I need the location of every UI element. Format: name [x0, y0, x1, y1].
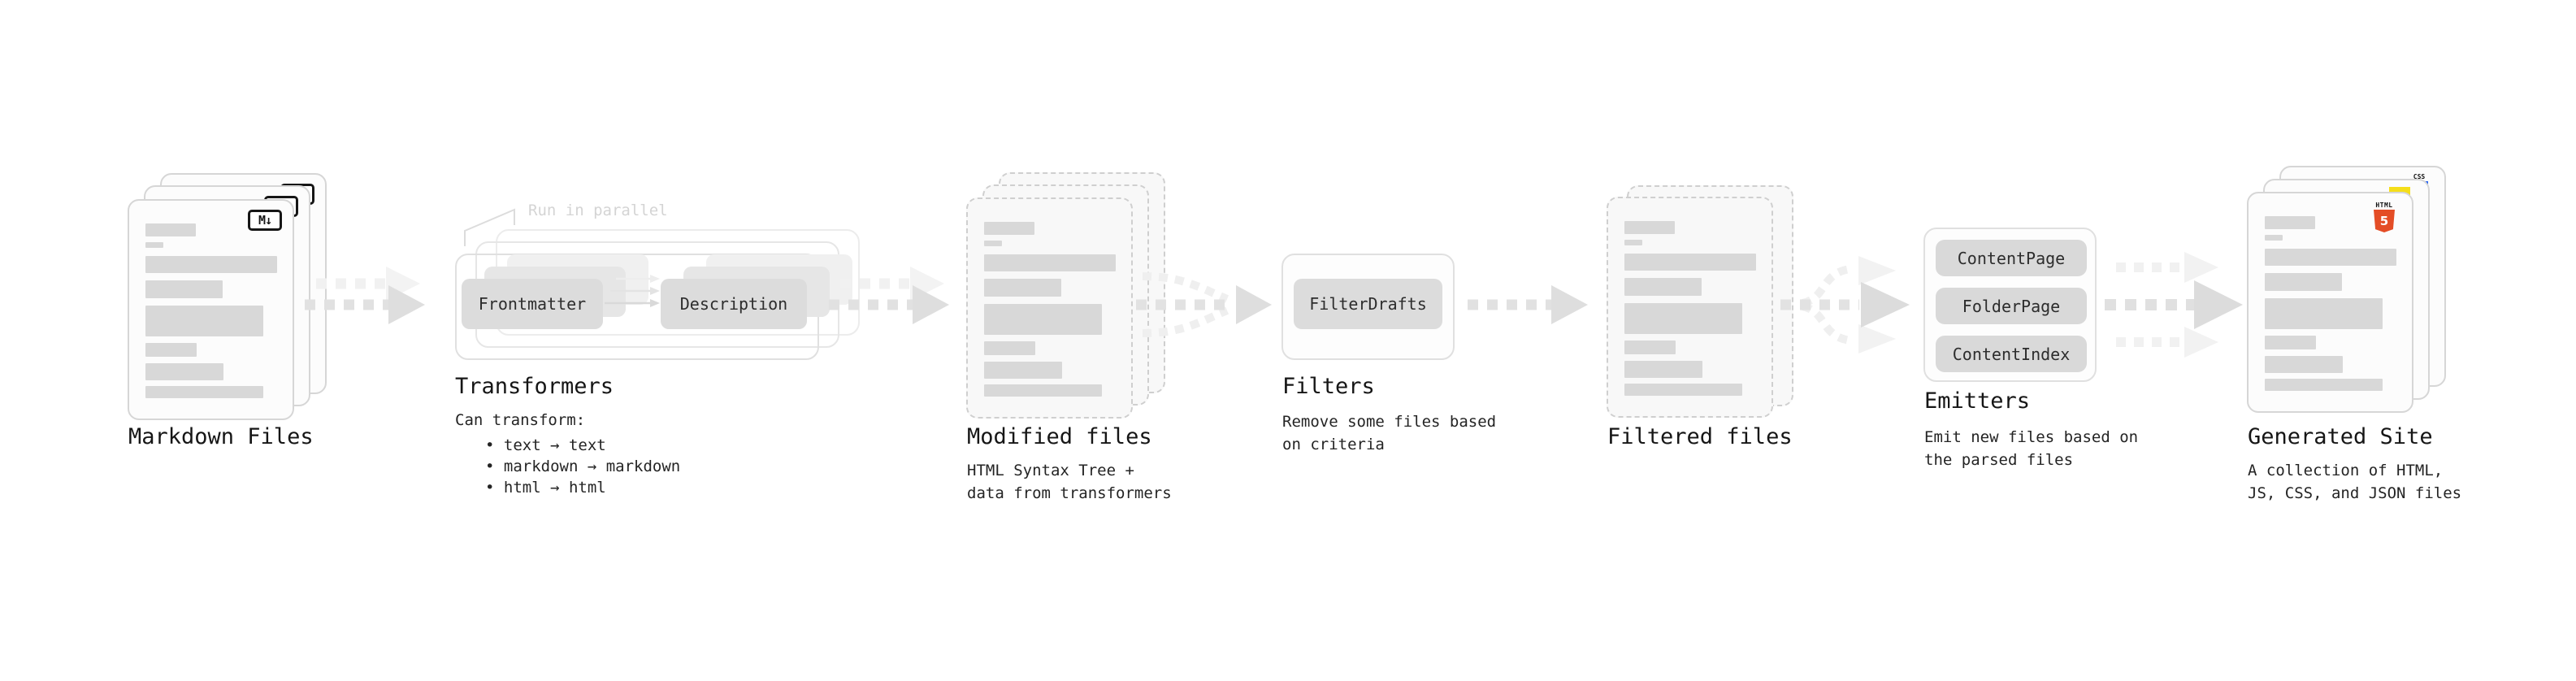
text-line-placeholder	[984, 341, 1035, 355]
text-line-placeholder	[145, 280, 223, 298]
section-title-generated-site: Generated Site	[2248, 424, 2433, 449]
section-title-transformers: Transformers	[455, 374, 614, 399]
text-line-placeholder	[1624, 240, 1642, 245]
text-line-placeholder	[145, 343, 197, 357]
section-subtitle-emitters: Emit new files based on the parsed files	[1924, 426, 2138, 471]
text-line-placeholder	[984, 241, 1002, 246]
section-subtitle-generated-site: A collection of HTML, JS, CSS, and JSON …	[2248, 459, 2461, 505]
text-line-placeholder	[2265, 273, 2342, 291]
subtitle-line: JS, CSS, and JSON files	[2248, 484, 2462, 502]
subtitle-line: Emit new files based on	[1924, 428, 2139, 446]
subtitle-line: HTML Syntax Tree +	[967, 462, 1134, 479]
text-line-placeholder	[2265, 249, 2396, 266]
bullet-item: • html → html	[485, 479, 606, 497]
text-line-placeholder	[984, 279, 1061, 297]
text-line-placeholder	[1624, 278, 1702, 296]
text-line-placeholder	[145, 306, 263, 336]
flow-arrow	[829, 267, 949, 324]
text-line-placeholder	[2265, 336, 2316, 349]
text-line-placeholder	[2265, 216, 2315, 229]
text-line-placeholder	[1624, 221, 1675, 234]
text-line-placeholder	[984, 254, 1116, 271]
text-line-placeholder	[145, 223, 196, 236]
subtitle-line: the parsed files	[1924, 451, 2074, 469]
flow-arrow-fanout	[1780, 256, 1910, 354]
flow-arrow	[1468, 285, 1588, 324]
text-line-placeholder	[1624, 384, 1742, 396]
subtitle-line: on criteria	[1282, 436, 1385, 453]
text-line-placeholder	[984, 384, 1102, 397]
text-line-placeholder	[1624, 361, 1702, 378]
file-card	[966, 197, 1133, 419]
section-subtitle-transformers: Can transform:	[455, 411, 586, 429]
transformer-pill-frontmatter: Frontmatter	[462, 279, 603, 329]
text-line-placeholder	[984, 304, 1102, 335]
emitter-pill-contentindex: ContentIndex	[1936, 336, 2087, 372]
section-title-filtered-files: Filtered files	[1607, 424, 1793, 449]
text-line-placeholder	[984, 222, 1034, 235]
filters-container: FilterDrafts	[1281, 254, 1455, 360]
emitter-pill-contentpage: ContentPage	[1936, 240, 2087, 276]
parallel-step-arrows	[605, 275, 660, 307]
flow-arrow-triple	[2105, 252, 2243, 358]
css-icon-label: CSS	[2413, 173, 2426, 180]
file-card	[1607, 197, 1773, 418]
bullet-item: • markdown → markdown	[485, 458, 681, 475]
file-card: M↓	[128, 199, 294, 420]
markdown-icon: M↓	[248, 210, 282, 231]
subtitle-line: data from transformers	[967, 484, 1172, 502]
text-line-placeholder	[2265, 298, 2383, 329]
subtitle-line: A collection of HTML,	[2248, 462, 2444, 479]
html5-icon: HTML 5	[2368, 202, 2400, 232]
section-subtitle-filters: Remove some files based on criteria	[1282, 410, 1496, 456]
section-subtitle-modified-files: HTML Syntax Tree + data from transformer…	[967, 459, 1172, 505]
emitter-pill-folderpage: FolderPage	[1936, 288, 2087, 324]
text-line-placeholder	[1624, 303, 1742, 334]
text-line-placeholder	[1624, 340, 1676, 354]
text-line-placeholder	[2265, 356, 2343, 373]
section-title-filters: Filters	[1282, 374, 1375, 399]
text-line-placeholder	[145, 242, 163, 248]
section-title-modified-files: Modified files	[967, 424, 1152, 449]
text-line-placeholder	[1624, 254, 1756, 271]
transformers-bullet-list: • text → text • markdown → markdown • ht…	[455, 435, 680, 498]
section-title-emitters: Emitters	[1924, 388, 2031, 414]
flow-arrow	[305, 267, 425, 324]
section-title-markdown-files: Markdown Files	[128, 424, 314, 449]
run-in-parallel-label: Run in parallel	[528, 202, 668, 219]
text-line-placeholder	[145, 386, 263, 398]
bullet-item: • text → text	[485, 436, 606, 454]
leader-line	[464, 208, 515, 246]
text-line-placeholder	[145, 256, 277, 273]
html5-icon-label: HTML	[2375, 202, 2393, 209]
text-line-placeholder	[2265, 379, 2383, 391]
flow-arrow-merge	[1136, 272, 1272, 337]
text-line-placeholder	[2265, 235, 2283, 241]
emitters-container: ContentPage FolderPage ContentIndex	[1923, 228, 2097, 382]
file-card: HTML 5	[2247, 192, 2413, 413]
text-line-placeholder	[984, 362, 1062, 379]
transformer-pill-description: Description	[661, 279, 807, 329]
text-line-placeholder	[145, 363, 223, 380]
filter-pill-filterdrafts: FilterDrafts	[1294, 279, 1442, 329]
html5-icon-shield: 5	[2374, 210, 2395, 232]
subtitle-line: Remove some files based	[1282, 413, 1497, 431]
